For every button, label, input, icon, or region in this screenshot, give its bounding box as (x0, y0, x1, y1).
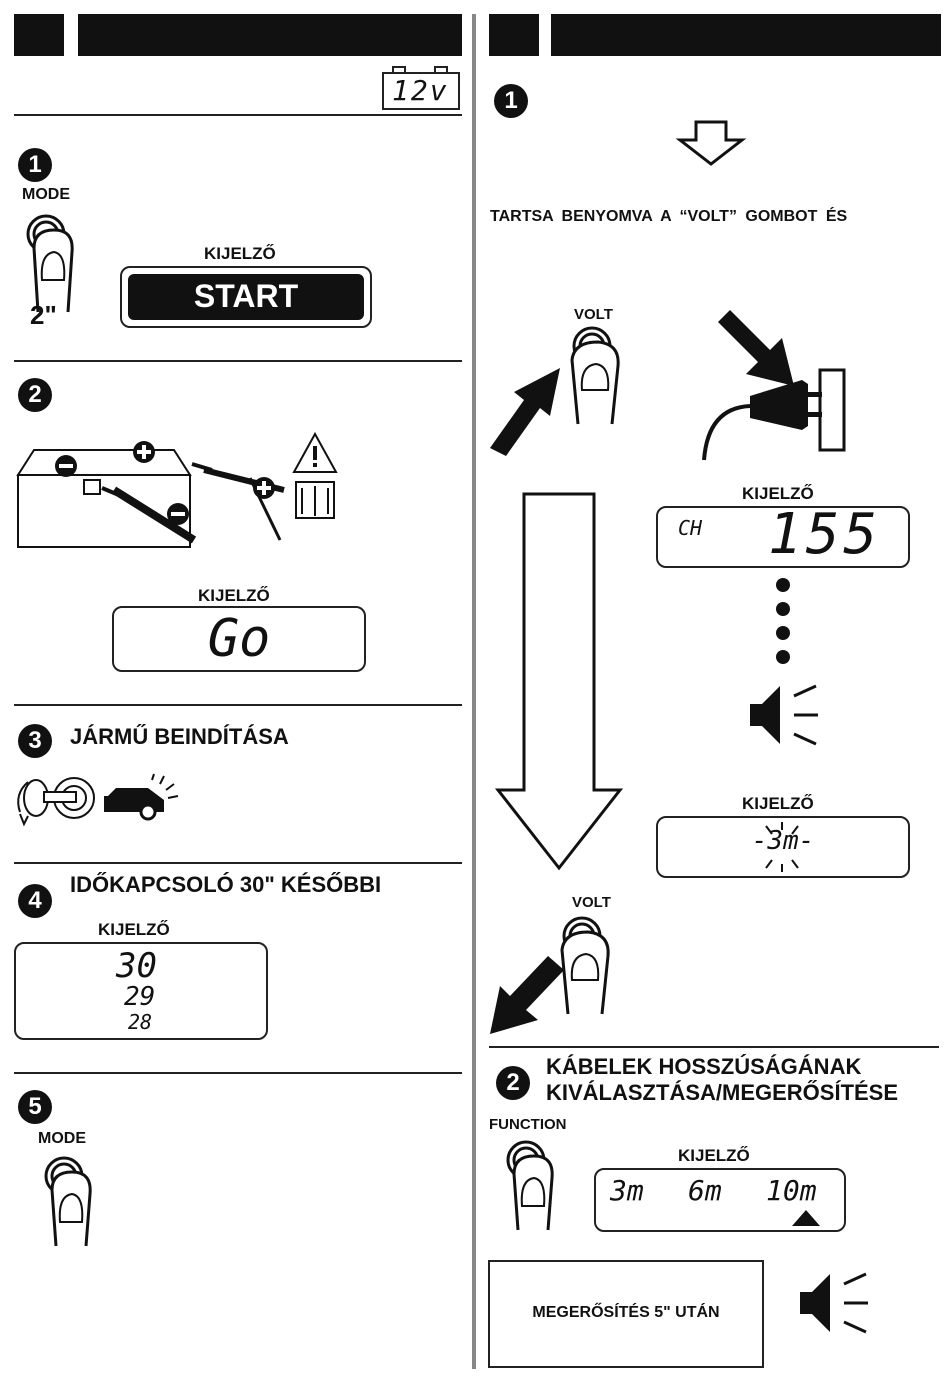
left-step1-display: START (120, 266, 372, 328)
left-rule-5 (14, 1072, 462, 1074)
start-display-inner: START (128, 274, 364, 320)
volt-button-release-icon (488, 910, 638, 1040)
right-step2-display-label: KIJELZŐ (678, 1146, 750, 1166)
left-step3-title: JÁRMŰ BEINDÍTÁSA (70, 724, 289, 750)
left-step5-mode-label: MODE (38, 1130, 86, 1148)
right-step2-title-line1: KÁBELEK HOSSZÚSÁGÁNAK (546, 1054, 861, 1080)
voltage-badge-text: 12v (392, 74, 449, 108)
right-volt-label-bottom: VOLT (572, 894, 611, 911)
function-button-press-icon (502, 1134, 572, 1230)
progress-dot (776, 626, 790, 640)
right-display2: -3m- (656, 816, 910, 878)
down-arrow-icon (676, 120, 746, 166)
power-plug-icon (690, 300, 860, 460)
left-step2-display-label: KIJELZŐ (198, 586, 270, 606)
volt-button-press-icon (488, 320, 638, 460)
start-display-text: START (128, 278, 364, 315)
right-display1-label: KIJELZŐ (742, 484, 814, 504)
cable-option-10m: 10m (766, 1174, 817, 1207)
ignition-key-icon (14, 772, 94, 828)
left-step4-title: IDŐKAPCSOLÓ 30" KÉSŐBBI (70, 872, 381, 898)
left-step2-number: 2 (18, 378, 52, 412)
left-rule-2 (14, 360, 462, 362)
left-step5-number: 5 (18, 1090, 52, 1124)
cable-length-display: 3m 6m 10m (594, 1168, 846, 1232)
right-step1-number: 1 (494, 84, 528, 118)
confirm-text: MEGERŐSÍTÉS 5" UTÁN (490, 1304, 762, 1322)
left-step1-number: 1 (18, 148, 52, 182)
left-step4-number: 4 (18, 884, 52, 918)
right-display2-label: KIJELZŐ (742, 794, 814, 814)
speaker-beep-icon (796, 1268, 872, 1338)
progress-dot (776, 602, 790, 616)
left-header-small-block (14, 14, 64, 56)
left-step4-display-label: KIJELZŐ (98, 920, 170, 940)
countdown-29: 29 (124, 982, 155, 1012)
display2-value: -3m- (658, 826, 908, 856)
column-divider (472, 14, 476, 1369)
left-step3-number: 3 (18, 724, 52, 758)
left-step1-mode-label: MODE (22, 186, 70, 204)
progress-dot (776, 578, 790, 592)
finger-press-icon (18, 208, 88, 312)
finger-press-icon (36, 1150, 106, 1246)
right-step2-title-line2: KIVÁLASZTÁSA/MEGERŐSÍTÉSE (546, 1080, 898, 1106)
left-step4-display: 30 29 28 (14, 942, 268, 1040)
right-header-bar (551, 14, 941, 56)
countdown-28: 28 (128, 1010, 152, 1034)
countdown-30: 30 (116, 946, 157, 986)
cable-option-3m: 3m (610, 1174, 644, 1207)
left-step1-hold-time: 2" (30, 300, 57, 331)
voltage-badge: 12v (382, 72, 460, 110)
progress-dot (776, 650, 790, 664)
battery-terminal-left (392, 66, 406, 74)
selection-triangle-icon (792, 1210, 820, 1226)
confirm-box: MEGERŐSÍTÉS 5" UTÁN (488, 1260, 764, 1368)
right-step2-number: 2 (496, 1066, 530, 1100)
right-rule-1 (489, 1046, 939, 1048)
left-step1-display-label: KIJELZŐ (204, 244, 276, 264)
right-header-small-block (489, 14, 539, 56)
right-function-label: FUNCTION (489, 1116, 567, 1133)
car-icon (102, 774, 188, 820)
left-rule-3 (14, 704, 462, 706)
left-step2-display: Go (112, 606, 366, 672)
go-display-text: Go (114, 608, 364, 670)
left-rule-4 (14, 862, 462, 864)
cable-option-6m: 6m (688, 1174, 722, 1207)
battery-terminal-right (434, 66, 448, 74)
big-down-arrow (494, 492, 624, 872)
display1-prefix: CH (678, 516, 702, 540)
left-header-bar (78, 14, 462, 56)
speaker-beep-icon (746, 680, 822, 750)
left-rule-1 (14, 114, 462, 116)
warning-manual-icon (292, 432, 338, 522)
display1-value: 155 (768, 502, 881, 567)
right-display1: CH 155 (656, 506, 910, 568)
right-step1-instruction: TARTSA BENYOMVA A “VOLT” GOMBOT ÉS (490, 208, 847, 226)
